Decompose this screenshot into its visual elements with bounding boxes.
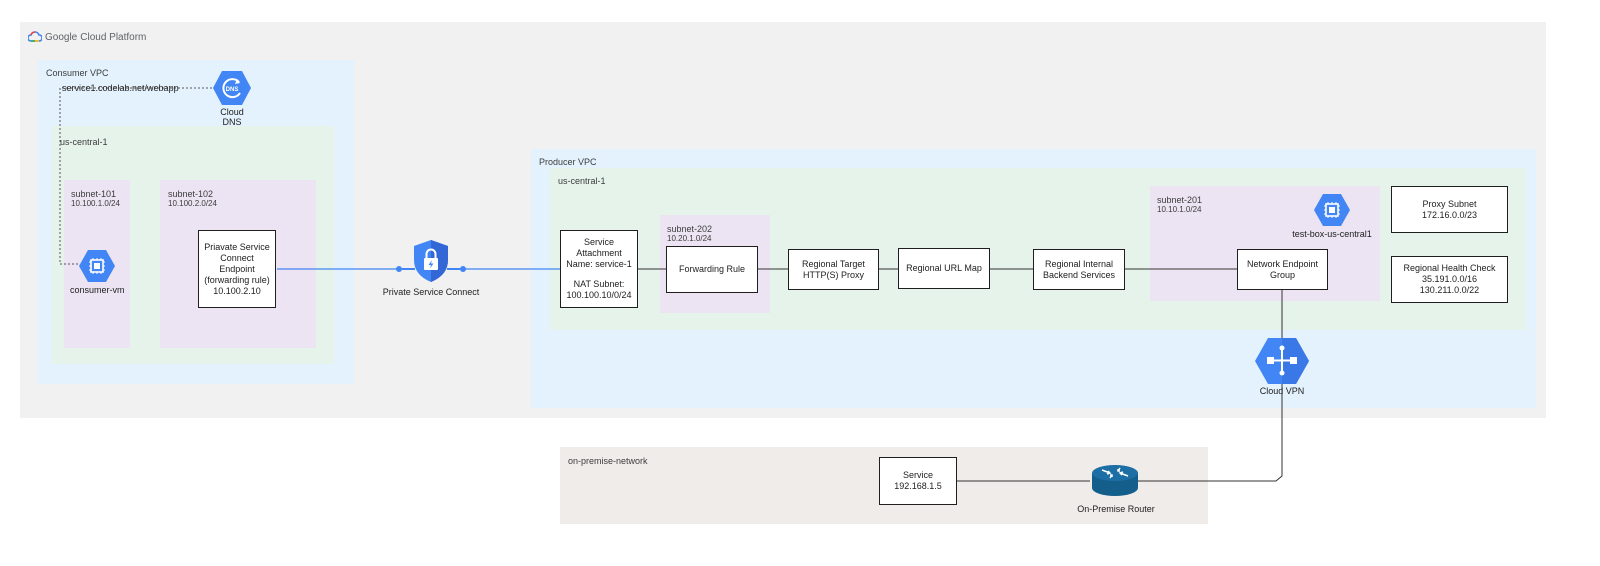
neg-box[interactable]: Network Endpoint Group — [1237, 249, 1328, 290]
consumer-vpc-label: Consumer VPC — [46, 68, 109, 78]
backend-l2: Backend Services — [1042, 269, 1116, 280]
service-attachment-box[interactable]: Service Attachment Name: service-1 NAT S… — [560, 230, 638, 308]
attachment-l1: Service — [583, 237, 614, 247]
endpoint-l4: 10.100.2.10 — [213, 285, 261, 296]
dns-icon-text: DNS — [226, 87, 239, 93]
target-proxy-box[interactable]: Regional Target HTTP(S) Proxy — [788, 249, 879, 290]
cloud-dns-caption: Cloud DNS — [212, 107, 252, 127]
attachment-l2: Attachment — [576, 248, 622, 258]
neg-l1: Network Endpoint — [1246, 258, 1319, 269]
cloud-vpn-icon — [1255, 338, 1309, 384]
test-vm-icon — [1314, 194, 1350, 226]
subnet-102-cidr: 10.100.2.0/24 — [168, 199, 217, 208]
health-check-l2: 35.191.0.0/16 — [1421, 274, 1478, 284]
subnet-201-cidr: 10.10.1.0/24 — [1157, 205, 1202, 214]
proxy-subnet-l2: 172.16.0.0/23 — [1421, 209, 1478, 220]
health-check-l3: 130.211.0.0/22 — [1419, 285, 1480, 295]
router-icon — [1092, 465, 1138, 496]
onprem-service-l1: Service — [902, 470, 933, 480]
proxy-subnet-box[interactable]: Proxy Subnet 172.16.0.0/23 — [1391, 186, 1508, 233]
cloud-dns-icon: DNS — [213, 71, 251, 105]
google-cloud-logo-icon — [28, 31, 42, 42]
gcp-brand: Google Cloud Platform — [28, 30, 146, 44]
subnet-102-label: subnet-102 10.100.2.0/24 — [168, 189, 217, 208]
subnet-101-cidr: 10.100.1.0/24 — [71, 199, 120, 208]
attachment-l4: NAT Subnet: — [573, 279, 625, 289]
endpoint-l3: (forwarding rule) — [204, 274, 270, 285]
consumer-vm-label: consumer-vm — [70, 285, 125, 295]
forwarding-rule-box[interactable]: Forwarding Rule — [666, 246, 758, 293]
url-map-label: Regional URL Map — [906, 263, 982, 273]
health-check-box[interactable]: Regional Health Check 35.191.0.0/16 130.… — [1391, 256, 1508, 303]
onprem-service-l2: 192.168.1.5 — [894, 481, 942, 491]
neg-l2: Group — [1269, 269, 1295, 280]
endpoint-l1: Priavate Service — [204, 241, 270, 252]
onprem-label: on-premise-network — [568, 456, 648, 466]
subnet-202-label: subnet-202 10.20.1.0/24 — [667, 224, 712, 243]
psc-endpoint-box[interactable]: Priavate Service Connect Endpoint (forwa… — [198, 230, 276, 308]
proxy-subnet-l1: Proxy Subnet — [1422, 198, 1477, 209]
health-check-l1: Regional Health Check — [1403, 263, 1496, 273]
router-label: On-Premise Router — [1077, 504, 1155, 514]
cloud-vpn-label: Cloud VPN — [1259, 386, 1305, 396]
target-proxy-l1: Regional Target — [802, 258, 865, 269]
compute-engine-icon — [79, 250, 115, 282]
producer-region-label: us-central-1 — [558, 176, 606, 186]
onprem-service-box[interactable]: Service 192.168.1.5 — [879, 457, 957, 505]
dns-caption-2: DNS — [222, 117, 242, 127]
subnet-201-label: subnet-201 10.10.1.0/24 — [1157, 195, 1202, 214]
subnet-101-name: subnet-101 — [71, 189, 117, 199]
subnet-202-cidr: 10.20.1.0/24 — [667, 234, 712, 243]
dns-caption-1: Cloud — [220, 107, 244, 117]
attachment-l5: 100.100.10/0/24 — [566, 290, 632, 300]
subnet-102-name: subnet-102 — [168, 189, 214, 199]
dns-record: service1.codelab.net/webapp — [62, 83, 179, 93]
url-map-box[interactable]: Regional URL Map — [898, 248, 990, 289]
psc-label: Private Service Connect — [382, 287, 480, 297]
brand-platform: Cloud Platform — [80, 31, 147, 43]
subnet-101-label: subnet-101 10.100.1.0/24 — [71, 189, 120, 208]
brand-google: Google — [45, 31, 78, 43]
psc-shield-icon — [396, 240, 466, 282]
forwarding-rule-label: Forwarding Rule — [678, 264, 746, 274]
subnet-202-name: subnet-202 — [667, 224, 713, 234]
subnet-201-name: subnet-201 — [1157, 195, 1203, 205]
test-vm-label: test-box-us-central1 — [1292, 229, 1372, 239]
backend-l1: Regional Internal — [1044, 258, 1114, 269]
attachment-l3: Name: service-1 — [566, 259, 632, 269]
producer-vpc-label: Producer VPC — [539, 157, 597, 167]
backend-services-box[interactable]: Regional Internal Backend Services — [1033, 249, 1125, 290]
consumer-region-label: us-central-1 — [60, 137, 108, 147]
endpoint-l2: Connect Endpoint — [219, 252, 255, 274]
target-proxy-l2: HTTP(S) Proxy — [802, 269, 864, 280]
